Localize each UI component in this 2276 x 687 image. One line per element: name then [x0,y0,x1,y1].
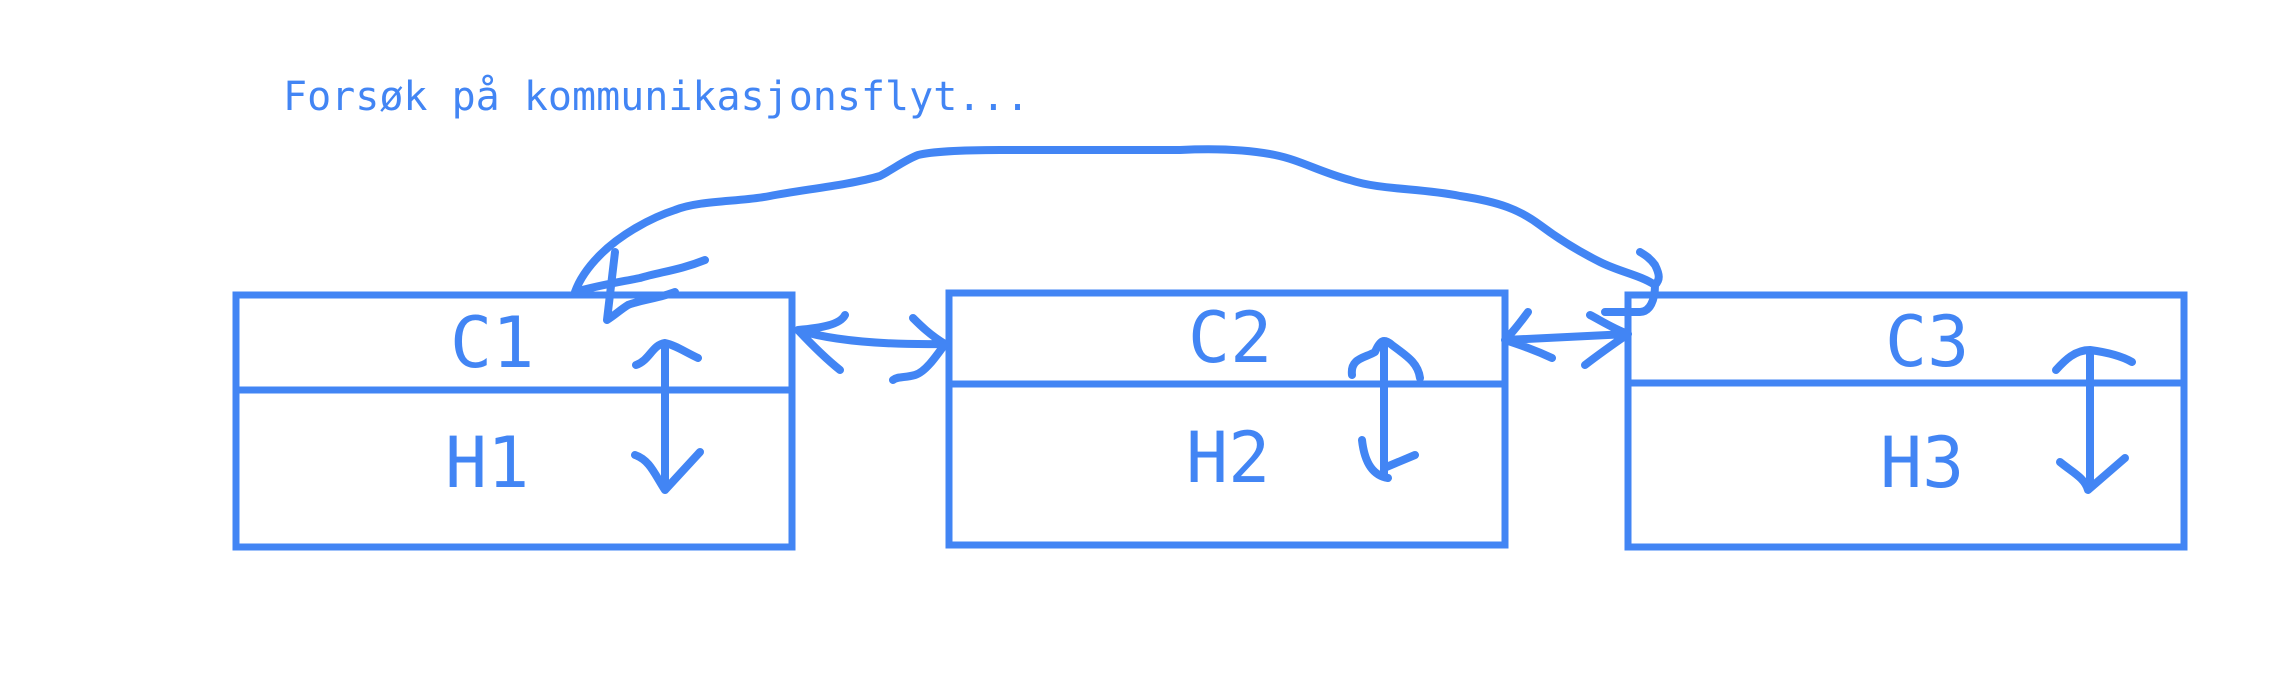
node-c2-bottom-label: H2 [1186,417,1270,499]
node-c3-internal-arrow [2052,346,2136,494]
node-c1-bottom-label: H1 [445,422,529,504]
node-c3-bottom-label: H3 [1880,422,1964,504]
node-c3-frame [1624,291,2188,551]
node-c3-top-label: C3 [1885,301,1969,383]
node-c2-frame [945,289,1509,549]
node-c3: C3 H3 [1624,291,2188,551]
node-c1-top-label: C1 [450,302,534,384]
node-c1: C1 H1 [232,291,796,551]
node-c1-internal-arrow [631,339,704,494]
node-c2-top-label: C2 [1188,297,1272,379]
arrow-c3-c1-top [571,145,1663,324]
node-c2: C2 H2 [945,289,1509,549]
arrow-c2-c3 [1501,308,1632,369]
node-c1-frame [232,291,796,551]
diagram-caption: Forsøk på kommunikasjonsflyt... [283,74,1030,120]
arrow-c1-c2 [794,311,949,384]
node-c2-internal-arrow [1347,337,1424,482]
